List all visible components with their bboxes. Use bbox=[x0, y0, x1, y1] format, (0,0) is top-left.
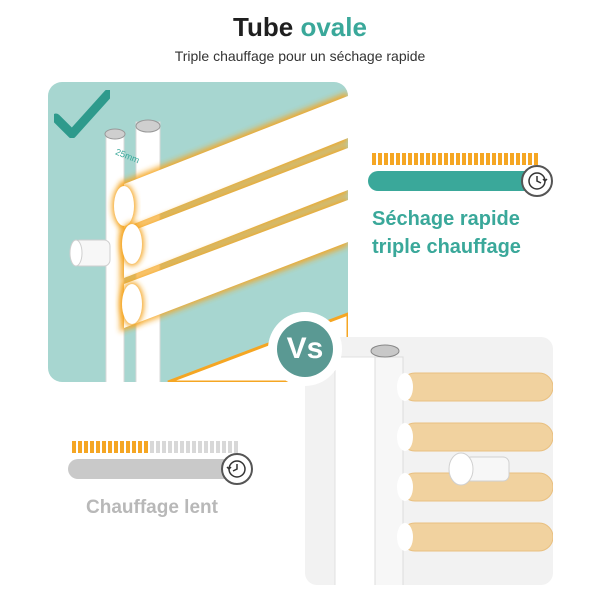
title-accent: ovale bbox=[300, 12, 367, 42]
versus-badge: Vs bbox=[272, 316, 338, 382]
slow-heat-track bbox=[68, 459, 238, 479]
heat-segment bbox=[414, 153, 418, 165]
heat-segment bbox=[120, 441, 124, 453]
heat-segment bbox=[96, 441, 100, 453]
heat-segment bbox=[162, 441, 166, 453]
slow-heating-label: Chauffage lent bbox=[86, 497, 218, 518]
heat-segment bbox=[132, 441, 136, 453]
heat-segment bbox=[234, 441, 238, 453]
heat-segment bbox=[378, 153, 382, 165]
heat-segment bbox=[390, 153, 394, 165]
heat-segment bbox=[114, 441, 118, 453]
heat-segment bbox=[402, 153, 406, 165]
heat-segment bbox=[84, 441, 88, 453]
heat-segment bbox=[438, 153, 442, 165]
heat-segment bbox=[138, 441, 142, 453]
heat-segment bbox=[432, 153, 436, 165]
heat-segment bbox=[450, 153, 454, 165]
heat-segment bbox=[498, 153, 502, 165]
heat-segment bbox=[474, 153, 478, 165]
heat-segment bbox=[174, 441, 178, 453]
heat-segment bbox=[486, 153, 490, 165]
heat-segment bbox=[222, 441, 226, 453]
heat-segment bbox=[468, 153, 472, 165]
check-icon bbox=[54, 90, 110, 138]
heat-segment bbox=[102, 441, 106, 453]
heat-segment bbox=[462, 153, 466, 165]
heat-segment bbox=[420, 153, 424, 165]
heat-segment bbox=[150, 441, 154, 453]
slow-heat-bar bbox=[72, 441, 238, 453]
heat-segment bbox=[492, 153, 496, 165]
clock-icon bbox=[221, 453, 253, 485]
heat-segment bbox=[480, 153, 484, 165]
page-subtitle: Triple chauffage pour un séchage rapide bbox=[174, 48, 426, 64]
heat-segment bbox=[156, 441, 160, 453]
fast-drying-label: Séchage rapide triple chauffage bbox=[372, 205, 521, 261]
heat-segment bbox=[408, 153, 412, 165]
heat-segment bbox=[78, 441, 82, 453]
title-main: Tube bbox=[233, 12, 294, 42]
heat-segment bbox=[372, 153, 376, 165]
round-tube-illustration bbox=[334, 344, 553, 585]
versus-label: Vs bbox=[277, 321, 333, 377]
heat-segment bbox=[126, 441, 130, 453]
heat-segment bbox=[198, 441, 202, 453]
heat-segment bbox=[186, 441, 190, 453]
heat-segment bbox=[444, 153, 448, 165]
page-title: Tube ovale bbox=[0, 12, 600, 43]
heat-segment bbox=[504, 153, 508, 165]
heat-segment bbox=[228, 441, 232, 453]
heat-segment bbox=[522, 153, 526, 165]
heat-segment bbox=[210, 441, 214, 453]
heat-segment bbox=[528, 153, 532, 165]
heat-segment bbox=[168, 441, 172, 453]
heat-segment bbox=[90, 441, 94, 453]
heat-segment bbox=[534, 153, 538, 165]
clock-icon bbox=[521, 165, 553, 197]
fast-label-line1: Séchage rapide bbox=[372, 208, 520, 230]
heat-segment bbox=[192, 441, 196, 453]
heat-segment bbox=[72, 441, 76, 453]
heat-segment bbox=[384, 153, 388, 165]
heat-segment bbox=[108, 441, 112, 453]
fast-heat-bar bbox=[372, 153, 538, 165]
round-tube-image bbox=[305, 337, 553, 585]
heat-segment bbox=[426, 153, 430, 165]
heat-segment bbox=[216, 441, 220, 453]
fast-label-line2: triple chauffage bbox=[372, 236, 521, 258]
heat-segment bbox=[180, 441, 184, 453]
heat-segment bbox=[510, 153, 514, 165]
fast-heat-track bbox=[368, 171, 538, 191]
heat-segment bbox=[204, 441, 208, 453]
heat-segment bbox=[516, 153, 520, 165]
heat-segment bbox=[456, 153, 460, 165]
heat-segment bbox=[144, 441, 148, 453]
heat-segment bbox=[396, 153, 400, 165]
